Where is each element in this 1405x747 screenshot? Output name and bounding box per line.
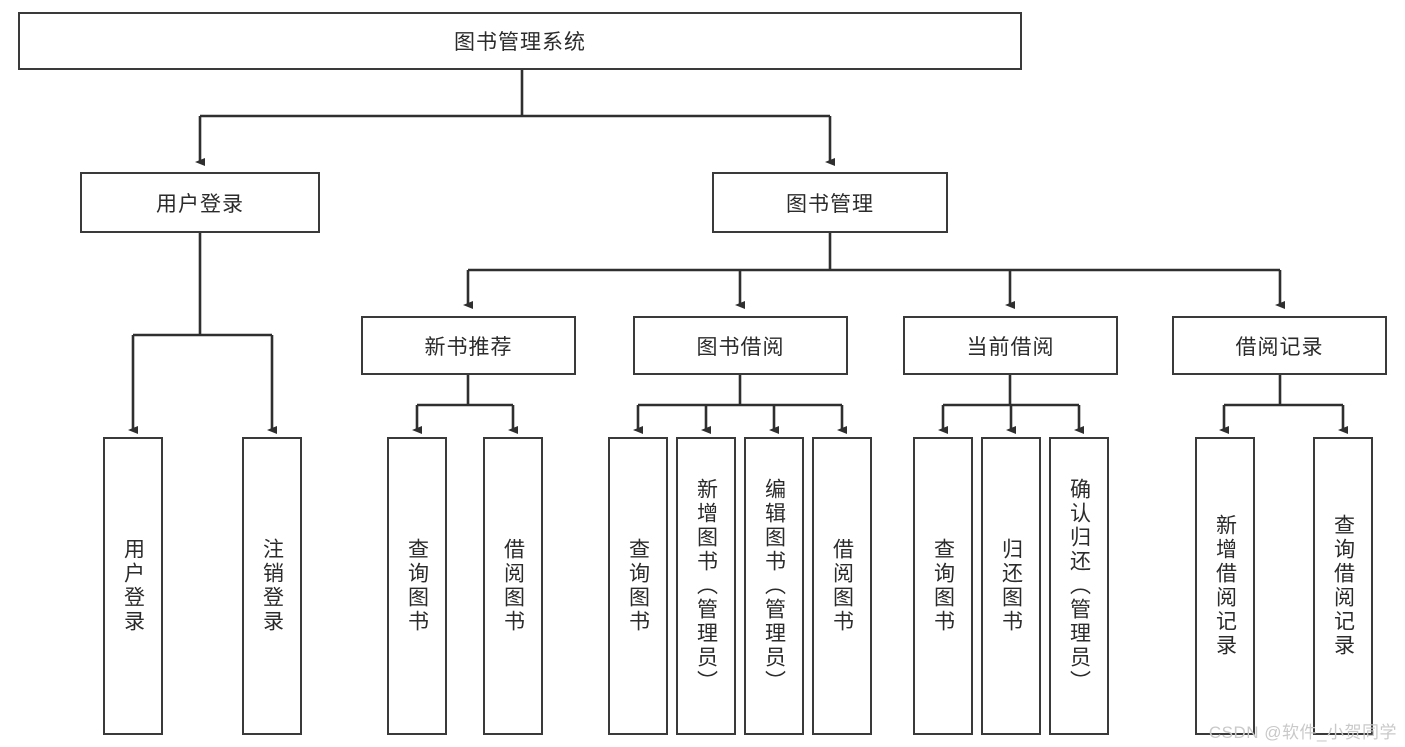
node-root[interactable]: 图书管理系统 [18,12,1022,70]
node-root-label: 图书管理系统 [454,31,586,54]
node-user-login-label: 用户登录 [156,192,244,216]
node-book-management-label: 图书管理 [786,192,874,216]
leaf-label: 查询借阅记录 [1331,514,1355,658]
leaf-user-login-logout[interactable]: 注销登录 [242,437,302,735]
node-current-borrow[interactable]: 当前借阅 [903,316,1118,375]
leaf-label: 新增借阅记录 [1213,514,1237,658]
leaf-label: 查询图书 [626,538,650,634]
leaf-current-borrow-return[interactable]: 归还图书 [981,437,1041,735]
leaf-label: 查询图书 [405,538,429,634]
node-borrow-record-label: 借阅记录 [1235,335,1324,359]
leaf-label: 注销登录 [260,538,284,634]
node-user-login[interactable]: 用户登录 [80,172,320,233]
leaf-user-login-login[interactable]: 用户登录 [103,437,163,735]
leaf-current-borrow-confirm-return[interactable]: 确认归还（管理员） [1049,437,1109,735]
leaf-book-borrow-query[interactable]: 查询图书 [608,437,668,735]
leaf-label: 借阅图书 [501,538,525,634]
node-new-book-recommend-label: 新书推荐 [424,335,513,359]
node-new-book-recommend[interactable]: 新书推荐 [361,316,576,375]
leaf-label: 查询图书 [931,538,955,634]
node-book-management[interactable]: 图书管理 [712,172,948,233]
leaf-label: 编辑图书（管理员） [762,478,786,694]
leaf-label: 用户登录 [121,538,145,634]
leaf-new-book-query[interactable]: 查询图书 [387,437,447,735]
leaf-current-borrow-query[interactable]: 查询图书 [913,437,973,735]
leaf-label: 借阅图书 [830,538,854,634]
node-current-borrow-label: 当前借阅 [966,335,1055,359]
leaf-book-borrow-borrow[interactable]: 借阅图书 [812,437,872,735]
node-book-borrow-label: 图书借阅 [696,335,785,359]
leaf-book-borrow-add[interactable]: 新增图书（管理员） [676,437,736,735]
leaf-new-book-borrow[interactable]: 借阅图书 [483,437,543,735]
leaf-label: 归还图书 [999,538,1023,634]
leaf-book-borrow-edit[interactable]: 编辑图书（管理员） [744,437,804,735]
leaf-label: 确认归还（管理员） [1067,478,1091,694]
watermark: CSDN @软件_小贺同学 [1208,723,1397,742]
leaf-borrow-record-query[interactable]: 查询借阅记录 [1313,437,1373,735]
leaf-label: 新增图书（管理员） [694,478,718,694]
leaf-borrow-record-add[interactable]: 新增借阅记录 [1195,437,1255,735]
node-borrow-record[interactable]: 借阅记录 [1172,316,1387,375]
node-book-borrow[interactable]: 图书借阅 [633,316,848,375]
